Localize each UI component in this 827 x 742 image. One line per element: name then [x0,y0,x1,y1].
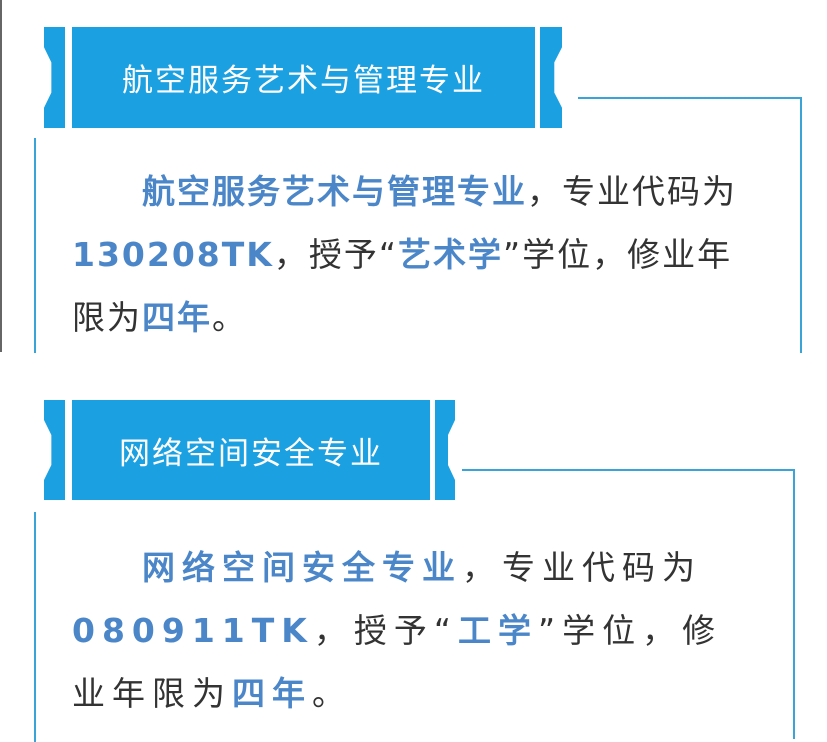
text: ”学位，修业年限为 [72,235,733,337]
study-years: 四年 [142,298,212,337]
text: ，专业代码为 [527,172,737,211]
frame-right-line [800,97,802,353]
banner-right-ornament [435,400,455,500]
banner-left-ornament [44,400,65,500]
banner-right-ornament [540,27,562,128]
text: 。 [312,674,352,713]
section-title: 网络空间安全专业 [72,400,430,500]
section-title: 航空服务艺术与管理专业 [72,27,535,128]
frame-left-line [34,512,36,742]
major-section-1: 航空服务艺术与管理专业 航空服务艺术与管理专业，专业代码为130208TK，授予… [0,0,827,353]
text: ，授予“ [273,235,398,274]
major-name: 航空服务艺术与管理专业 [142,172,527,211]
degree: 工学 [457,611,538,650]
section-description: 网络空间安全专业，专业代码为 080911TK，授予“工学”学位，修业年限为四年。 [72,536,762,725]
frame-top-line [578,97,802,99]
text: ，专业代码为 [462,548,702,587]
study-years: 四年 [232,674,312,713]
section-description: 航空服务艺术与管理专业，专业代码为 130208TK，授予“艺术学”学位，修业年限… [72,160,762,349]
text: 。 [212,298,247,337]
degree: 艺术学 [397,235,503,274]
page-edge [0,0,2,352]
major-code: 130208TK [72,235,274,274]
major-name: 网络空间安全专业 [142,548,462,587]
banner-left-ornament [44,27,65,128]
text: ”学位，修业年限为 [72,611,723,713]
frame-left-line [34,138,36,353]
frame-top-line [462,469,795,471]
frame-right-line [793,469,795,739]
major-code: 080911TK [72,611,314,650]
text: ，授予“ [313,611,458,650]
major-section-2: 网络空间安全专业 网络空间安全专业，专业代码为080911TK，授予“工学”学位… [0,365,827,742]
